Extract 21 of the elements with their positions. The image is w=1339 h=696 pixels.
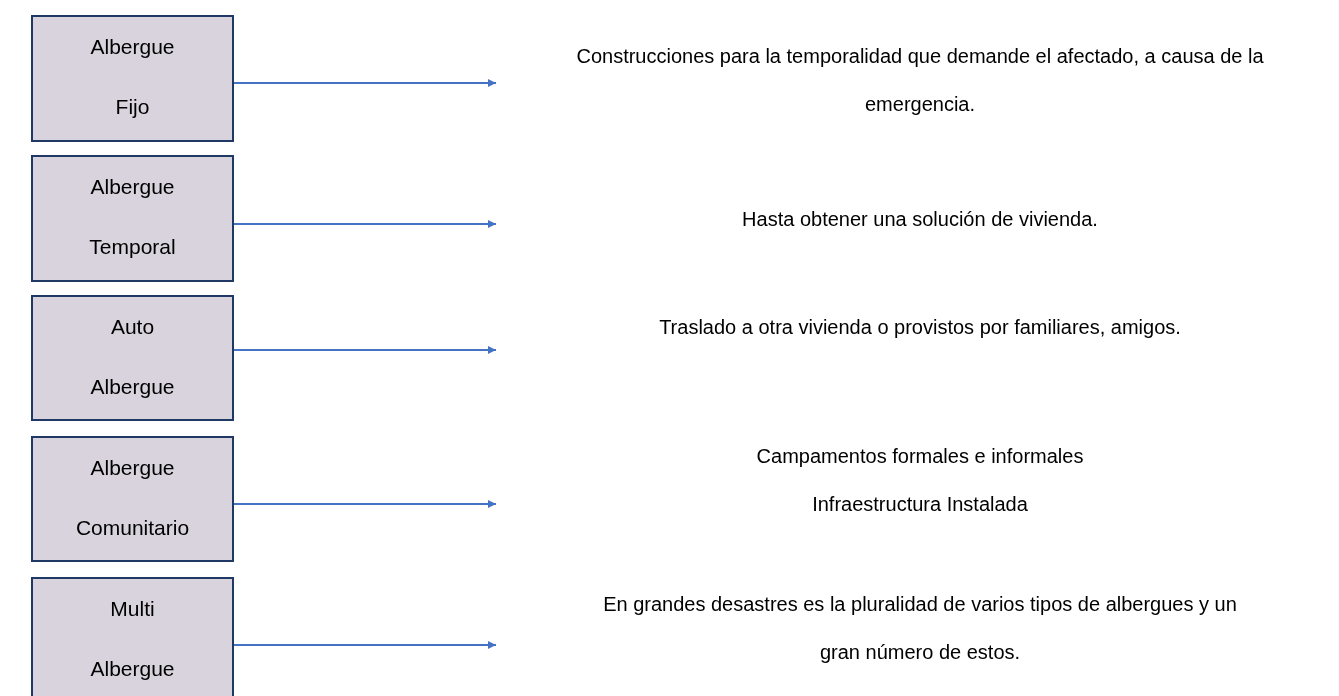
arrow xyxy=(233,346,497,354)
category-box xyxy=(31,295,234,421)
arrow xyxy=(233,79,497,87)
category-box xyxy=(31,155,234,282)
description-text: Traslado a otra vivienda o provistos por familiares, amigos. xyxy=(658,315,1182,340)
category-label: Albergue Comunitario xyxy=(74,455,191,541)
arrow xyxy=(233,500,497,508)
category-box xyxy=(31,577,234,696)
description-text: Hasta obtener una solución de vivienda. xyxy=(741,207,1099,232)
category-label: Auto Albergue xyxy=(89,314,176,400)
description-text: Construcciones para la temporalidad que demande el afectado, a causa de la emergencia. xyxy=(575,44,1265,117)
category-label: Albergue Fijo xyxy=(89,34,176,120)
description-text: Campamentos formales e informales xyxy=(755,444,1085,469)
category-label: Multi Albergue xyxy=(89,596,176,682)
arrow xyxy=(233,641,497,649)
description-text: Infraestructura Instalada xyxy=(811,492,1029,517)
arrow xyxy=(233,220,497,228)
description-text: En grandes desastres es la pluralidad de varios tipos de albergues y un gran número de estos. xyxy=(602,592,1238,665)
category-label: Albergue Temporal xyxy=(88,174,177,260)
category-box xyxy=(31,436,234,562)
category-box xyxy=(31,15,234,142)
